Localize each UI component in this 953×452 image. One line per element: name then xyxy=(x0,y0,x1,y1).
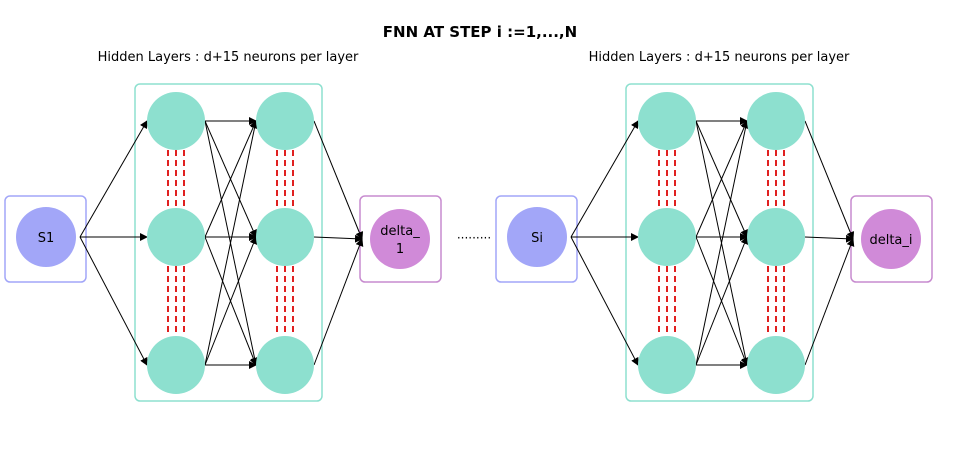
hidden-neuron xyxy=(638,208,696,266)
hidden-neuron xyxy=(747,208,805,266)
edge-hidden1-to-hidden2 xyxy=(695,120,750,366)
hidden-layers-box xyxy=(625,83,814,402)
edge-hidden2-to-output xyxy=(804,238,855,366)
hidden-neuron xyxy=(147,208,205,266)
output-node-label: delta_i xyxy=(869,233,912,248)
diagram-title: FNN AT STEP i :=1,...,N xyxy=(383,23,577,41)
edge-input-to-hidden1 xyxy=(79,236,148,366)
input-node xyxy=(16,207,76,267)
hidden-neuron xyxy=(256,92,314,150)
ellipsis-separator: ········· xyxy=(457,231,491,245)
hidden-neuron xyxy=(638,336,696,394)
edge-input-to-hidden1 xyxy=(570,120,639,238)
edge-input-to-hidden1 xyxy=(79,120,148,238)
edge-hidden2-to-output xyxy=(313,238,364,366)
output-node-label: 1 xyxy=(396,242,404,257)
edge-hidden2-to-output xyxy=(313,234,363,243)
hidden-neuron xyxy=(747,336,805,394)
edge-hidden1-to-hidden2 xyxy=(204,120,257,238)
network-step-1: Hidden Layers : d+15 neurons per layerS1… xyxy=(4,50,442,402)
hidden-neuron xyxy=(638,92,696,150)
edge-hidden2-to-output xyxy=(804,120,855,240)
edge-hidden1-to-hidden2 xyxy=(204,120,259,366)
hidden-neuron xyxy=(147,92,205,150)
network-step-i: Hidden Layers : d+15 neurons per layerSi… xyxy=(495,50,933,402)
input-node-label: S1 xyxy=(38,231,55,246)
edge-hidden1-to-hidden2 xyxy=(695,120,748,238)
output-node xyxy=(861,209,921,269)
hidden-neuron xyxy=(147,336,205,394)
hidden-layers-caption: Hidden Layers : d+15 neurons per layer xyxy=(98,50,359,65)
hidden-neuron xyxy=(747,92,805,150)
hidden-layers-caption: Hidden Layers : d+15 neurons per layer xyxy=(589,50,850,65)
input-node-label: Si xyxy=(531,231,543,246)
hidden-layers-box xyxy=(134,83,323,402)
edge-input-to-hidden1 xyxy=(570,236,639,366)
hidden-neuron xyxy=(256,336,314,394)
edge-hidden2-to-output xyxy=(313,120,364,240)
output-node xyxy=(370,209,430,269)
hidden-neuron xyxy=(256,208,314,266)
edge-hidden1-to-hidden2 xyxy=(695,236,749,366)
edge-hidden1-to-hidden2 xyxy=(204,236,258,366)
input-node xyxy=(507,207,567,267)
edge-hidden2-to-output xyxy=(804,234,854,243)
output-node-label: delta_ xyxy=(380,224,420,239)
